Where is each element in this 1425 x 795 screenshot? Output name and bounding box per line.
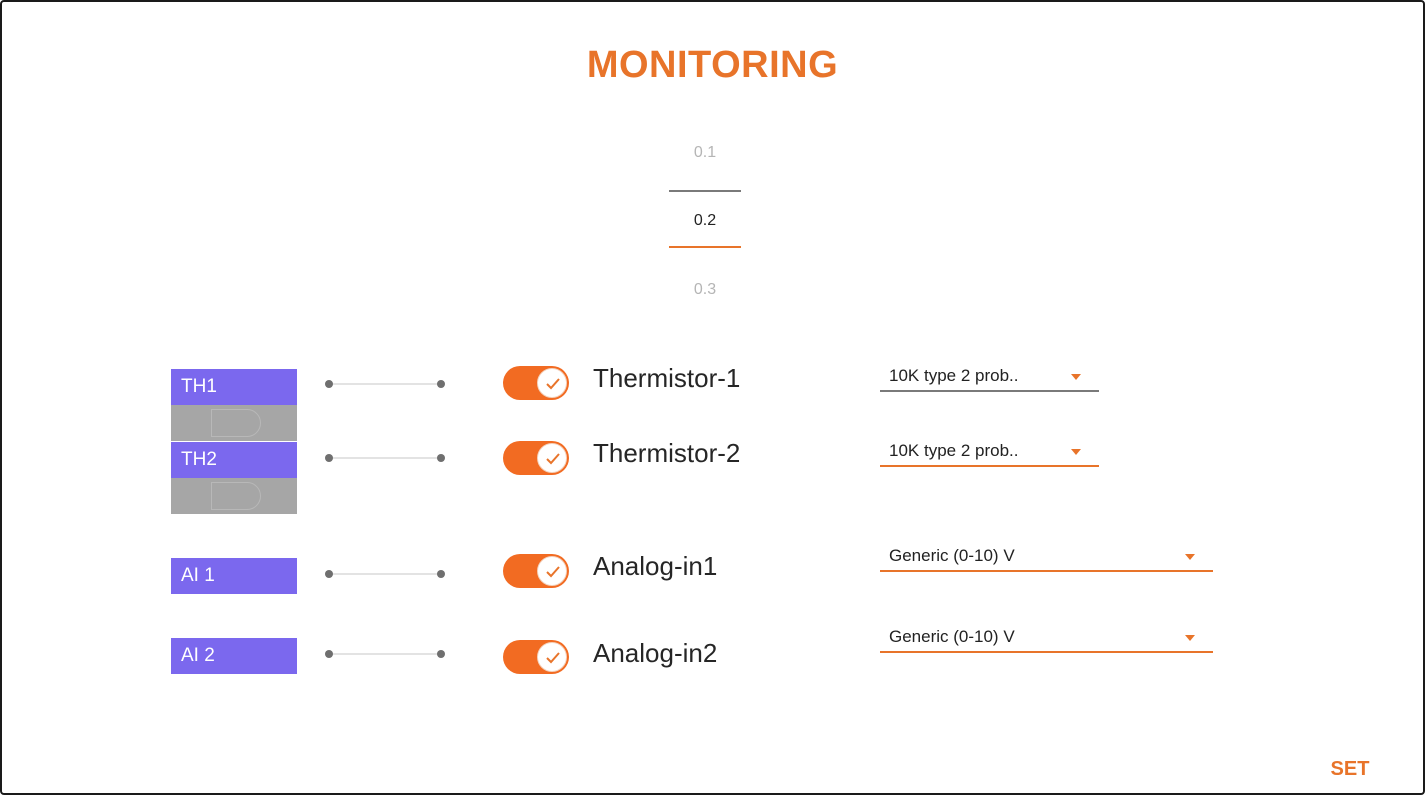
thermistor-1-toggle[interactable]	[503, 366, 569, 400]
channel-name-thermistor-1: Thermistor-1	[593, 363, 741, 393]
set-button[interactable]: SET	[1330, 758, 1370, 780]
connector-dot-start	[325, 570, 333, 578]
analog-in2-toggle[interactable]	[503, 640, 569, 674]
dropdown-value: Generic (0-10) V	[889, 546, 1015, 565]
dropdown-value: 10K type 2 prob..	[889, 366, 1019, 385]
caret-down-icon	[1185, 554, 1195, 560]
channel-tag-th2-shadow	[171, 478, 297, 514]
channel-tag-th2: TH2	[171, 442, 297, 478]
channel-tag-ai2: AI 2	[171, 638, 297, 674]
connector-wire	[329, 573, 441, 575]
picker-option-next[interactable]: 0.3	[693, 281, 717, 298]
dropdown-underline	[880, 465, 1099, 467]
connector-ghost-icon	[211, 409, 261, 437]
analog-in1-sensor-dropdown[interactable]: Generic (0-10) V	[880, 542, 1213, 572]
toggle-knob	[537, 368, 567, 398]
picker-divider-bottom	[669, 246, 741, 248]
dropdown-underline	[880, 651, 1213, 653]
channel-tag-th1-shadow	[171, 405, 297, 441]
channel-tag-th1: TH1	[171, 369, 297, 405]
dropdown-value: Generic (0-10) V	[889, 627, 1015, 646]
check-icon	[546, 453, 560, 465]
connector-wire	[329, 383, 441, 385]
channel-name-analog-in1: Analog-in1	[593, 551, 718, 581]
connector-wire	[329, 653, 441, 655]
thermistor-1-sensor-dropdown[interactable]: 10K type 2 prob..	[880, 362, 1099, 392]
dropdown-underline	[880, 570, 1213, 572]
channel-name-thermistor-2: Thermistor-2	[593, 438, 741, 468]
check-icon	[546, 652, 560, 664]
connector-dot-start	[325, 454, 333, 462]
caret-down-icon	[1071, 374, 1081, 380]
connector-wire	[329, 457, 441, 459]
caret-down-icon	[1071, 449, 1081, 455]
connector-dot-end	[437, 380, 445, 388]
connector-dot-start	[325, 380, 333, 388]
page-title: MONITORING	[586, 44, 839, 86]
connector-dot-end	[437, 570, 445, 578]
picker-divider-top	[669, 190, 741, 192]
toggle-knob	[537, 556, 567, 586]
dropdown-underline	[880, 390, 1099, 392]
channel-name-analog-in2: Analog-in2	[593, 638, 718, 668]
analog-in1-toggle[interactable]	[503, 554, 569, 588]
connector-ghost-icon	[211, 482, 261, 510]
dropdown-value: 10K type 2 prob..	[889, 441, 1019, 460]
channel-tag-ai1: AI 1	[171, 558, 297, 594]
caret-down-icon	[1185, 635, 1195, 641]
thermistor-2-toggle[interactable]	[503, 441, 569, 475]
check-icon	[546, 378, 560, 390]
toggle-knob	[537, 443, 567, 473]
connector-dot-end	[437, 650, 445, 658]
thermistor-2-sensor-dropdown[interactable]: 10K type 2 prob..	[880, 437, 1099, 467]
analog-in2-sensor-dropdown[interactable]: Generic (0-10) V	[880, 623, 1213, 653]
check-icon	[546, 566, 560, 578]
connector-dot-end	[437, 454, 445, 462]
picker-option-previous[interactable]: 0.1	[693, 144, 717, 161]
picker-option-selected[interactable]: 0.2	[693, 212, 717, 229]
toggle-knob	[537, 642, 567, 672]
connector-dot-start	[325, 650, 333, 658]
